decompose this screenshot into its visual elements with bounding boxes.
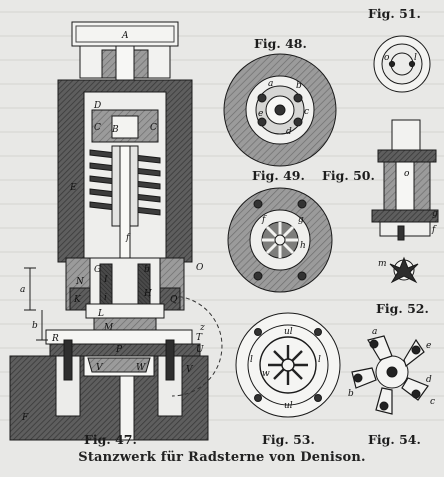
fig49-letter-h: h — [300, 241, 306, 251]
fig47-letter-Q: Q — [170, 295, 178, 305]
fig47-letter-U: U — [196, 345, 204, 355]
fig47-letter-C1: C — [94, 123, 101, 133]
fig50-letter-o: o — [404, 169, 410, 179]
fig48-letter-a: a — [268, 79, 273, 89]
fig54-label: Fig. 54. — [368, 432, 421, 447]
fig47-press-section — [9, 21, 223, 441]
fig52-letter-m: m — [378, 259, 387, 269]
fig48-letter-c: c — [304, 107, 309, 117]
fig53-letter-l-right: l — [318, 355, 321, 365]
fig47-letter-F: F — [21, 413, 29, 423]
fig53-letter-l-left: l — [250, 355, 253, 365]
fig47-letter-D: D — [93, 101, 101, 111]
fig53-letter-ul-top: ul — [284, 327, 293, 337]
fig47-letter-z: z — [199, 323, 205, 333]
fig51-label: Fig. 51. — [368, 6, 421, 21]
fig49-letter-g: g — [298, 215, 304, 225]
fig54-letter-a: a — [372, 327, 377, 337]
fig47-letter-I: I — [103, 275, 108, 285]
fig49-letter-f: f — [261, 215, 267, 225]
fig47-letter-L: L — [97, 309, 104, 319]
fig47-letter-C2: C — [150, 123, 157, 133]
fig53-letter-w: w — [262, 369, 270, 379]
fig53-letter-ul-bottom: ul — [284, 401, 293, 411]
fig51-ring — [373, 35, 431, 93]
fig47-letter-R: R — [51, 334, 59, 344]
fig47-letter-P: P — [115, 345, 123, 355]
fig54-letter-d: d — [426, 375, 432, 385]
fig47-letter-B: B — [111, 125, 119, 135]
fig47-label: Fig. 47. — [84, 432, 137, 447]
fig49-punch-face — [227, 187, 333, 293]
fig51-letter-l: l — [414, 53, 417, 63]
fig47-letter-K: K — [73, 295, 82, 305]
fig48-letter-b: b — [296, 81, 302, 91]
fig53-label: Fig. 53. — [262, 432, 315, 447]
fig47-letter-E: E — [69, 183, 77, 193]
fig49-label: Fig. 49. — [252, 168, 305, 183]
fig47-letter-f: f — [125, 233, 131, 243]
fig54-letter-e: e — [426, 341, 431, 351]
figure-caption: Stanzwerk für Radsterne von Denison. — [78, 450, 366, 465]
fig48-letter-e: e — [258, 109, 263, 119]
fig52-star — [389, 256, 419, 284]
fig47-letter-V1: V — [96, 363, 104, 373]
fig47-letter-G: G — [94, 265, 101, 275]
fig47-letter-N: N — [75, 277, 85, 287]
fig50-letter-f: f — [431, 225, 437, 235]
fig52-label: Fig. 52. — [376, 301, 429, 316]
fig48-letter-d: d — [286, 127, 292, 137]
fig50-stripper-section — [371, 119, 439, 241]
fig47-letter-W: W — [136, 363, 146, 373]
fig47-letter-A: A — [121, 31, 129, 41]
fig47-letter-i: i — [104, 293, 107, 303]
fig48-die-face — [223, 53, 337, 167]
fig47-letter-b-upper: b — [144, 265, 150, 275]
fig54-radial-star — [351, 335, 429, 415]
fig47-letter-T: T — [196, 333, 203, 343]
fig54-letter-b: b — [348, 389, 354, 399]
fig53-wheel — [235, 312, 341, 418]
fig50-label: Fig. 50. — [322, 168, 375, 183]
fig47-letter-V2: V — [186, 365, 194, 375]
fig51-letter-o: o — [384, 53, 390, 63]
fig47-dimension-a: a — [20, 285, 25, 295]
fig48-label: Fig. 48. — [254, 36, 307, 51]
fig54-letter-c: c — [430, 397, 435, 407]
fig50-letter-g: g — [432, 209, 438, 219]
fig47-letter-M: M — [103, 323, 114, 333]
fig47-letter-O: O — [196, 263, 204, 273]
fig47-letter-H: H — [143, 289, 152, 299]
fig47-dimension-b: b — [32, 321, 38, 331]
